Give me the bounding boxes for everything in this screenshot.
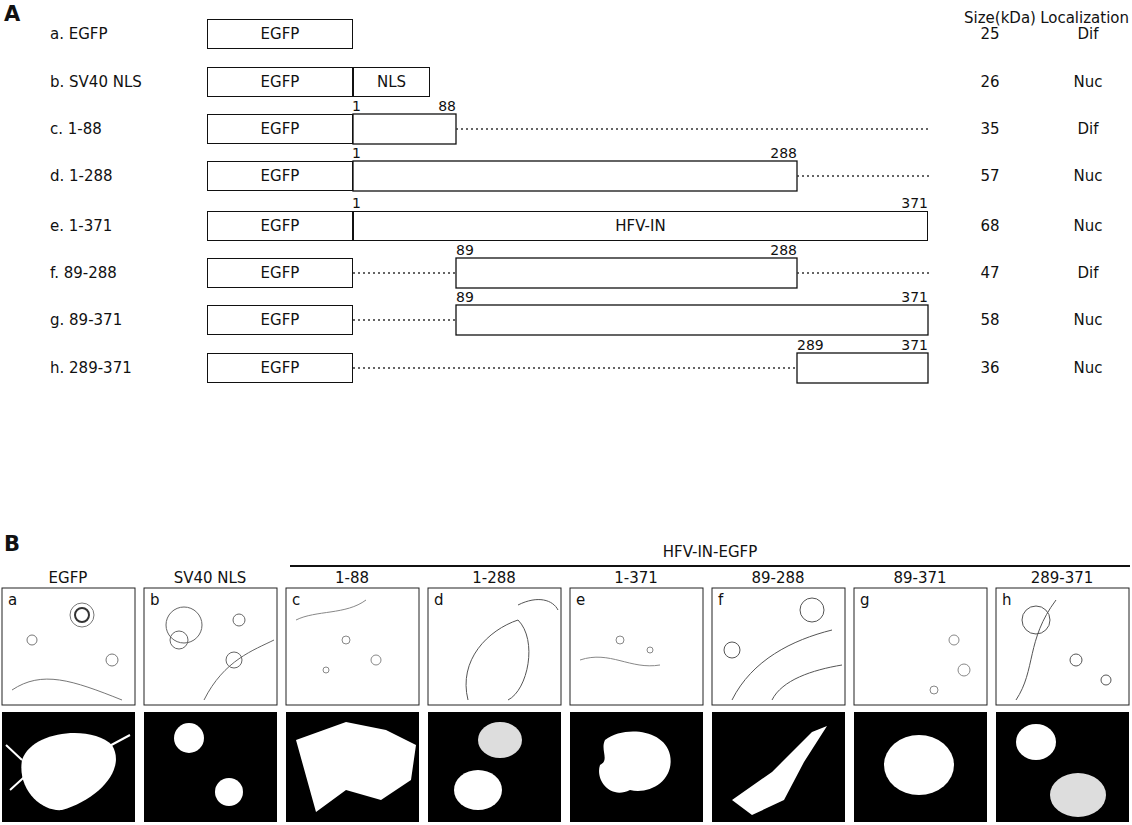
construct-box: EGFP (207, 353, 353, 383)
image-header: 89-288 (751, 571, 804, 586)
localization-value: Nuc (1074, 313, 1103, 328)
residue-number: 289 (797, 338, 824, 352)
image-header: 1-88 (335, 571, 369, 586)
column-header: Size(kDa) (964, 11, 1036, 26)
size-value: 35 (980, 122, 999, 137)
box-label: EGFP (261, 311, 300, 329)
box-label: EGFP (261, 120, 300, 138)
image-letter: d (432, 592, 446, 609)
size-value: 36 (980, 361, 999, 376)
box-label: EGFP (261, 359, 300, 377)
construct-box: EGFP (207, 211, 353, 241)
localization-value: Nuc (1074, 361, 1103, 376)
box-label: HFV-IN (615, 217, 665, 235)
image-header: 89-371 (893, 571, 946, 586)
construct-box: EGFP (207, 19, 353, 49)
box-label: EGFP (261, 167, 300, 185)
image-header: 1-288 (472, 571, 516, 586)
construct-name: e. 1-371 (50, 219, 112, 234)
residue-number: 89 (456, 243, 474, 257)
image-header: 289-371 (1031, 571, 1094, 586)
box-label: EGFP (261, 73, 300, 91)
size-value: 25 (980, 27, 999, 42)
construct-name: g. 89-371 (50, 313, 122, 328)
construct-box: EGFP (207, 258, 353, 288)
image-letter: e (574, 592, 587, 609)
construct-boxes (353, 114, 928, 383)
construct-name: b. SV40 NLS (50, 75, 142, 90)
localization-value: Dif (1078, 266, 1099, 281)
residue-number: 371 (901, 290, 928, 304)
construct-name: a. EGFP (50, 27, 108, 42)
residue-number: 288 (770, 243, 797, 257)
deleted-region-dots (353, 129, 930, 368)
construct-name: h. 289-371 (50, 361, 132, 376)
construct-box: NLS (353, 67, 430, 97)
size-value: 26 (980, 75, 999, 90)
localization-value: Nuc (1074, 169, 1103, 184)
group-header: HFV-IN-EGFP (663, 545, 758, 560)
residue-number: 88 (438, 99, 456, 113)
box-label: EGFP (261, 25, 300, 43)
construct-box: HFV-IN (353, 211, 928, 241)
residue-number: 1 (352, 99, 361, 113)
construct-name: f. 89-288 (50, 266, 117, 281)
localization-value: Nuc (1074, 75, 1103, 90)
panel-letter: A (4, 4, 20, 25)
image-letter: c (290, 592, 302, 609)
residue-number: 371 (901, 338, 928, 352)
size-value: 57 (980, 169, 999, 184)
residue-number: 1 (352, 146, 361, 160)
box-label: EGFP (261, 264, 300, 282)
localization-value: Dif (1078, 27, 1099, 42)
size-value: 58 (980, 313, 999, 328)
construct-box: EGFP (207, 161, 353, 191)
image-letter: h (1000, 592, 1014, 609)
size-value: 68 (980, 219, 999, 234)
construct-box: EGFP (207, 114, 353, 144)
residue-number: 89 (456, 290, 474, 304)
group-bar (290, 565, 1130, 567)
construct-box: EGFP (207, 305, 353, 335)
box-label: EGFP (261, 217, 300, 235)
box-label: NLS (377, 73, 406, 91)
image-letter: b (148, 592, 162, 609)
image-header: SV40 NLS (174, 571, 247, 586)
image-letter: a (6, 592, 19, 609)
construct-box: EGFP (207, 67, 353, 97)
construct-name: d. 1-288 (50, 169, 113, 184)
image-letter: f (716, 592, 725, 609)
residue-number: 288 (770, 146, 797, 160)
image-header: 1-371 (614, 571, 658, 586)
panel-letter: B (4, 534, 20, 555)
residue-number: 371 (901, 196, 928, 210)
size-value: 47 (980, 266, 999, 281)
localization-value: Nuc (1074, 219, 1103, 234)
construct-name: c. 1-88 (50, 122, 102, 137)
residue-number: 1 (352, 196, 361, 210)
image-header: EGFP (49, 571, 88, 586)
micrographs (2, 588, 1129, 822)
localization-value: Dif (1078, 122, 1099, 137)
image-letter: g (858, 592, 872, 609)
column-header: Localization (1040, 11, 1129, 26)
